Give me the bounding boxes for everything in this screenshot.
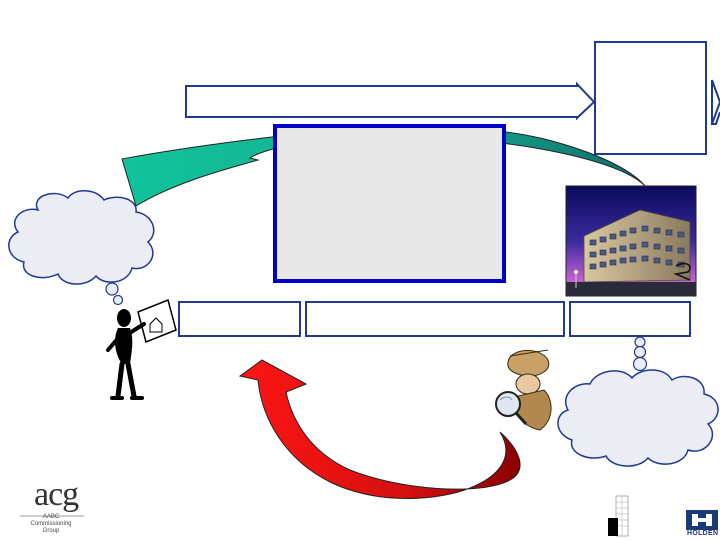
right-edge-arrowhead <box>710 79 720 125</box>
bottom-boxes <box>178 301 691 337</box>
building-photo-icon <box>565 185 697 297</box>
holden-logo-label: HOLDEN <box>687 530 719 537</box>
acg-logo-line3: Group <box>42 528 60 534</box>
acg-logo-line1: AABC <box>42 514 60 520</box>
bottom-box-right <box>569 301 691 337</box>
left-thought-cloud <box>8 190 155 306</box>
red-feedback-arrow <box>238 359 521 499</box>
person-with-blueprint-icon <box>106 298 177 400</box>
right-process-box <box>594 41 707 155</box>
detective-magnifier-icon <box>495 349 552 431</box>
top-process-arrow <box>185 81 596 121</box>
right-thought-cloud <box>557 336 719 467</box>
acg-logo-line2: Commissioning <box>30 521 72 527</box>
center-process-box <box>273 124 506 283</box>
acg-logo-main: acg <box>34 476 79 513</box>
grid-building-icon <box>608 495 629 537</box>
acg-logo-subtitle: AABC Commissioning Group <box>18 514 84 535</box>
bottom-box-left <box>178 301 301 337</box>
bottom-box-middle <box>305 301 565 337</box>
holden-logo-mark <box>686 510 718 530</box>
